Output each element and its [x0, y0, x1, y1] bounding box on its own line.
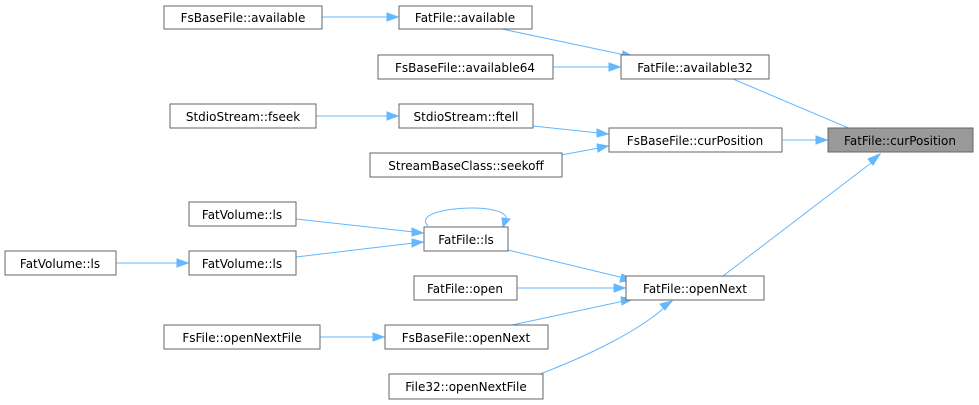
edge-fsbase-curposition-to-curposition	[783, 135, 829, 145]
node-fatvolume-ls-outer[interactable]: FatVolume::ls	[4, 250, 117, 276]
node-fsbase-opennext[interactable]: FsBaseFile::openNext	[384, 324, 549, 350]
node-fatvolume-ls-b[interactable]: FatVolume::ls	[188, 250, 297, 276]
svg-text:FatFile::available: FatFile::available	[415, 11, 515, 25]
edge-fat-available-to-available32	[496, 27, 636, 60]
svg-text:FatFile::open: FatFile::open	[427, 282, 503, 296]
node-fat-opennext[interactable]: FatFile::openNext	[625, 275, 765, 301]
edge-fsfile-opennextfile-to-fsbase-opennext	[320, 332, 386, 342]
node-streambase-seekoff[interactable]: StreamBaseClass::seekoff	[369, 152, 563, 178]
svg-text:FsBaseFile::openNext: FsBaseFile::openNext	[402, 331, 531, 345]
svg-text:FsBaseFile::curPosition: FsBaseFile::curPosition	[627, 134, 763, 148]
edge-fsbase-opennext-to-opennext	[511, 296, 635, 326]
edge-fat-ls-to-opennext	[507, 249, 635, 283]
edge-fsbase-available64-to-available32	[552, 62, 622, 72]
svg-text:StdioStream::fseek: StdioStream::fseek	[186, 110, 300, 124]
edge-fsbase-available-to-fat-available	[322, 12, 400, 22]
edge-fatvolume-ls-b-to-fat-ls	[295, 238, 425, 258]
edge-ftell-to-fsbase-curposition	[532, 125, 610, 138]
node-fsbase-curposition[interactable]: FsBaseFile::curPosition	[608, 127, 783, 153]
node-fat-curposition[interactable]: FatFile::curPosition	[827, 127, 974, 153]
edge-fseek-to-ftell	[316, 111, 400, 121]
svg-text:FsFile::openNextFile: FsFile::openNextFile	[182, 331, 301, 345]
node-fsbase-available64[interactable]: FsBaseFile::available64	[377, 54, 554, 80]
svg-text:FatVolume::ls: FatVolume::ls	[20, 257, 100, 271]
edge-fatvolume-ls-outer-to-b	[116, 258, 190, 268]
svg-text:FsBaseFile::available64: FsBaseFile::available64	[395, 61, 535, 75]
svg-text:FsBaseFile::available: FsBaseFile::available	[181, 11, 306, 25]
node-fatvolume-ls-a[interactable]: FatVolume::ls	[188, 201, 297, 227]
edge-seekoff-to-fsbase-curposition	[560, 143, 610, 156]
node-fat-ls[interactable]: FatFile::ls	[423, 226, 509, 252]
svg-text:FatFile::available32: FatFile::available32	[637, 61, 752, 75]
node-fat-available32[interactable]: FatFile::available32	[620, 54, 770, 80]
svg-text:StreamBaseClass::seekoff: StreamBaseClass::seekoff	[388, 159, 544, 173]
node-fat-available[interactable]: FatFile::available	[398, 5, 533, 30]
node-file32-opennextfile[interactable]: File32::openNextFile	[388, 373, 544, 400]
svg-text:File32::openNextFile: File32::openNextFile	[405, 380, 526, 394]
svg-text:StdioStream::ftell: StdioStream::ftell	[414, 110, 519, 124]
svg-text:FatVolume::ls: FatVolume::ls	[202, 208, 282, 222]
svg-text:FatFile::curPosition: FatFile::curPosition	[844, 134, 956, 148]
svg-text:FatVolume::ls: FatVolume::ls	[202, 257, 282, 271]
svg-text:FatFile::openNext: FatFile::openNext	[643, 282, 747, 296]
node-fsfile-opennextfile[interactable]: FsFile::openNextFile	[163, 324, 321, 350]
node-fsbase-available[interactable]: FsBaseFile::available	[163, 5, 323, 30]
node-fat-open[interactable]: FatFile::open	[413, 275, 518, 301]
edge-file32-opennextfile-to-opennext	[539, 300, 674, 375]
svg-text:FatFile::ls: FatFile::ls	[438, 233, 494, 247]
node-stdio-ftell[interactable]: StdioStream::ftell	[398, 103, 534, 129]
edge-fat-ls-self-loop	[424, 207, 511, 229]
edge-fat-open-to-opennext	[517, 283, 627, 293]
node-stdio-fseek[interactable]: StdioStream::fseek	[169, 103, 317, 129]
edge-opennext-to-curposition	[722, 152, 882, 277]
edge-fatvolume-ls-a-to-fat-ls	[295, 218, 425, 237]
